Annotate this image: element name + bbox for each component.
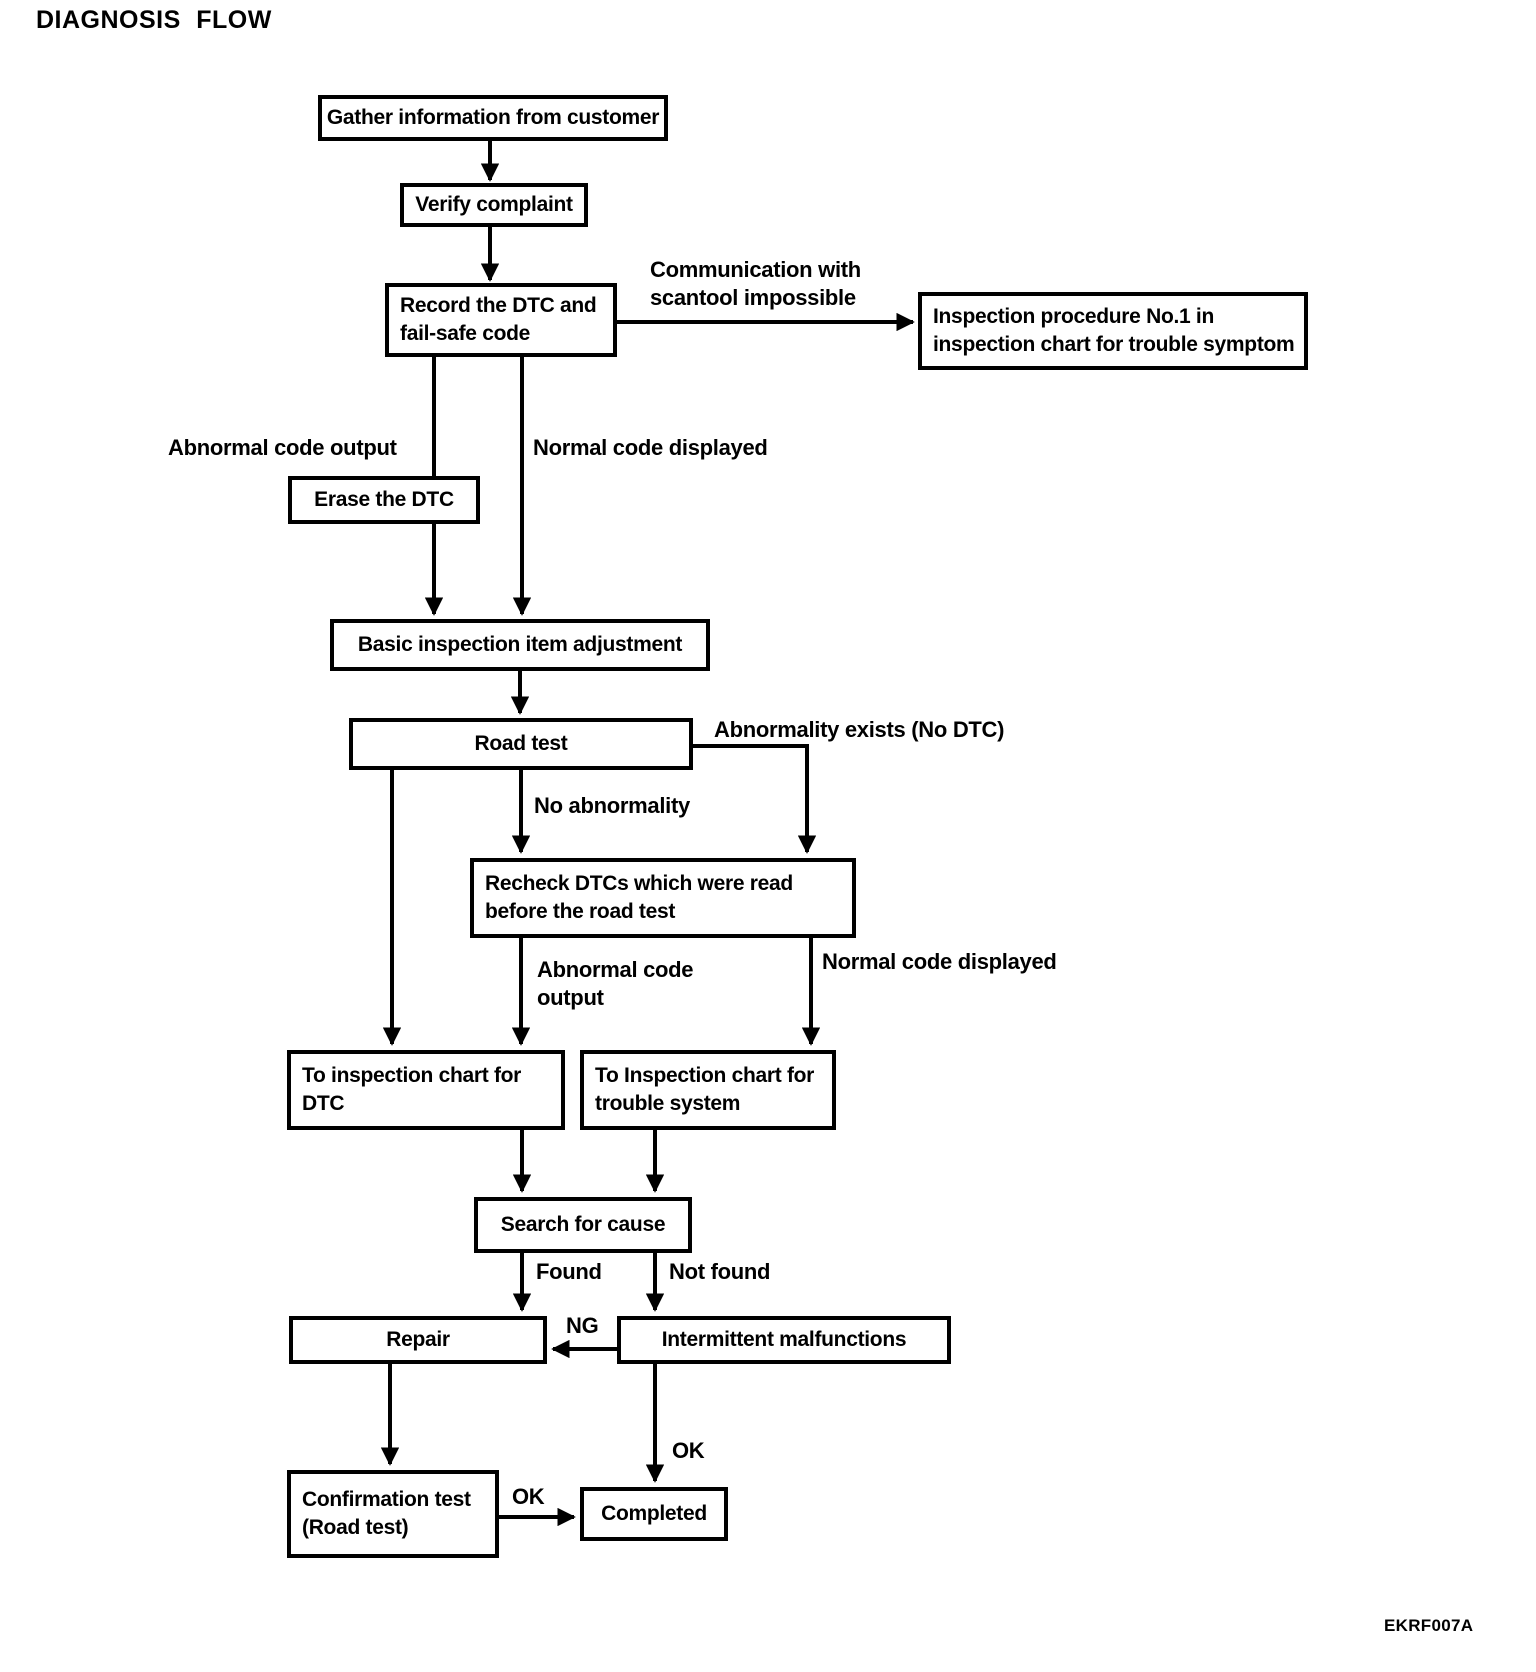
node-search-for-cause: Search for cause <box>474 1197 692 1253</box>
node-confirmation-test: Confirmation test (Road test) <box>287 1470 499 1558</box>
node-intermittent-malfunctions: Intermittent malfunctions <box>617 1316 951 1364</box>
label-no-abnormality: No abnormality <box>534 793 690 818</box>
label-communication-impossible: Communication with scantool impossible <box>650 257 861 311</box>
node-inspection-procedure-no1: Inspection procedure No.1 in inspection … <box>918 292 1308 370</box>
label-normal-code-displayed-2: Normal code displayed <box>822 949 1057 974</box>
page-title: DIAGNOSIS FLOW <box>36 6 272 34</box>
node-to-inspection-chart-trouble: To Inspection chart for trouble system <box>580 1050 836 1130</box>
label-abnormal-code-output-2: Abnormal code output <box>537 957 694 1011</box>
label-abnormal-code-output: Abnormal code output <box>168 435 397 460</box>
figure-code: EKRF007A <box>1384 1616 1474 1635</box>
node-erase-dtc: Erase the DTC <box>288 476 480 524</box>
node-repair: Repair <box>289 1316 547 1364</box>
node-gather-information: Gather information from customer <box>318 95 668 141</box>
node-recheck-dtcs: Recheck DTCs which were read before the … <box>470 858 856 938</box>
edge-road-test-abnormality-to-recheck <box>692 744 817 854</box>
label-abnormality-exists: Abnormality exists (No DTC) <box>714 717 1005 742</box>
label-not-found: Not found <box>669 1259 771 1284</box>
node-road-test: Road test <box>349 718 693 770</box>
label-ok-confirmation: OK <box>512 1484 545 1509</box>
label-normal-code-displayed: Normal code displayed <box>533 435 768 460</box>
node-completed: Completed <box>580 1487 728 1541</box>
node-record-dtc: Record the DTC and fail-safe code <box>385 283 617 357</box>
node-to-inspection-chart-dtc: To inspection chart for DTC <box>287 1050 565 1130</box>
node-basic-inspection: Basic inspection item adjustment <box>330 619 710 671</box>
label-found: Found <box>536 1259 602 1284</box>
node-verify-complaint: Verify complaint <box>400 183 588 227</box>
label-ng: NG <box>566 1313 599 1338</box>
label-ok-intermittent: OK <box>672 1438 705 1463</box>
